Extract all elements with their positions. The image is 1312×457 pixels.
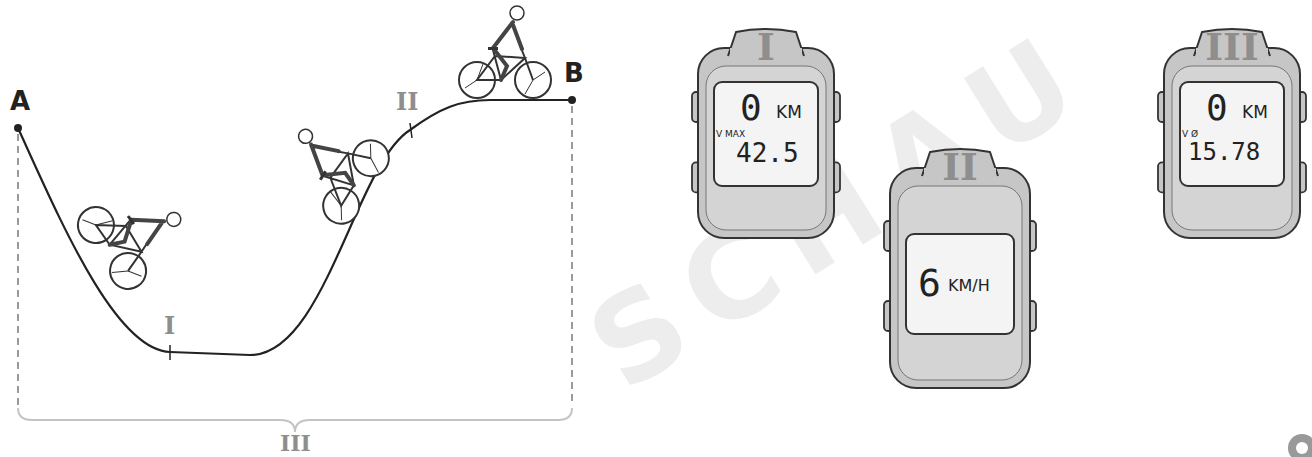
corner-icon bbox=[1288, 434, 1312, 457]
display-reading: 0 bbox=[1206, 90, 1228, 126]
housing-bevel bbox=[706, 66, 826, 230]
display-numeral: I bbox=[757, 28, 775, 66]
point-label: A bbox=[10, 88, 30, 114]
display-reading: KM bbox=[1242, 104, 1268, 121]
display-numeral: III bbox=[1205, 28, 1258, 66]
bike-computer: I 0 KM V MAX42.5 bbox=[690, 26, 842, 246]
lcd-screen bbox=[1180, 82, 1284, 186]
housing-body bbox=[698, 48, 834, 238]
bike-computer: III 0 KM V Ø15.78 bbox=[1156, 26, 1308, 246]
bracket bbox=[18, 408, 572, 432]
display-reading: V Ø bbox=[1182, 130, 1198, 139]
display-reading: V MAX bbox=[716, 130, 745, 139]
housing-bevel bbox=[1172, 66, 1292, 230]
display-reading: 15.78 bbox=[1188, 140, 1260, 164]
housing-body bbox=[890, 168, 1030, 388]
housing-bevel bbox=[898, 186, 1022, 380]
point-label: I bbox=[164, 314, 175, 338]
lcd-screen bbox=[714, 82, 818, 186]
dashed-line bbox=[571, 106, 572, 405]
tick-mark bbox=[169, 345, 171, 360]
point-label: III bbox=[280, 432, 311, 454]
cyclist bbox=[269, 104, 396, 231]
housing-body bbox=[1164, 48, 1300, 238]
bike-computer: II 6 KM/H bbox=[882, 146, 1038, 396]
corner-icon bbox=[1296, 442, 1308, 454]
point-b bbox=[568, 96, 576, 104]
cyclist bbox=[71, 168, 199, 296]
track bbox=[18, 100, 572, 355]
display-reading: KM/H bbox=[948, 278, 990, 294]
display-reading: KM bbox=[776, 104, 802, 121]
point-label: II bbox=[396, 90, 418, 114]
display-numeral: II bbox=[942, 148, 978, 186]
display-reading: 6 bbox=[918, 264, 941, 302]
cyclist bbox=[459, 6, 551, 98]
tick-mark bbox=[410, 123, 412, 138]
display-reading: 0 bbox=[740, 90, 762, 126]
dashed-line bbox=[17, 134, 18, 405]
lcd-screen bbox=[906, 234, 1014, 334]
point-a bbox=[14, 124, 22, 132]
point-label: B bbox=[564, 60, 584, 86]
display-reading: 42.5 bbox=[736, 140, 799, 166]
